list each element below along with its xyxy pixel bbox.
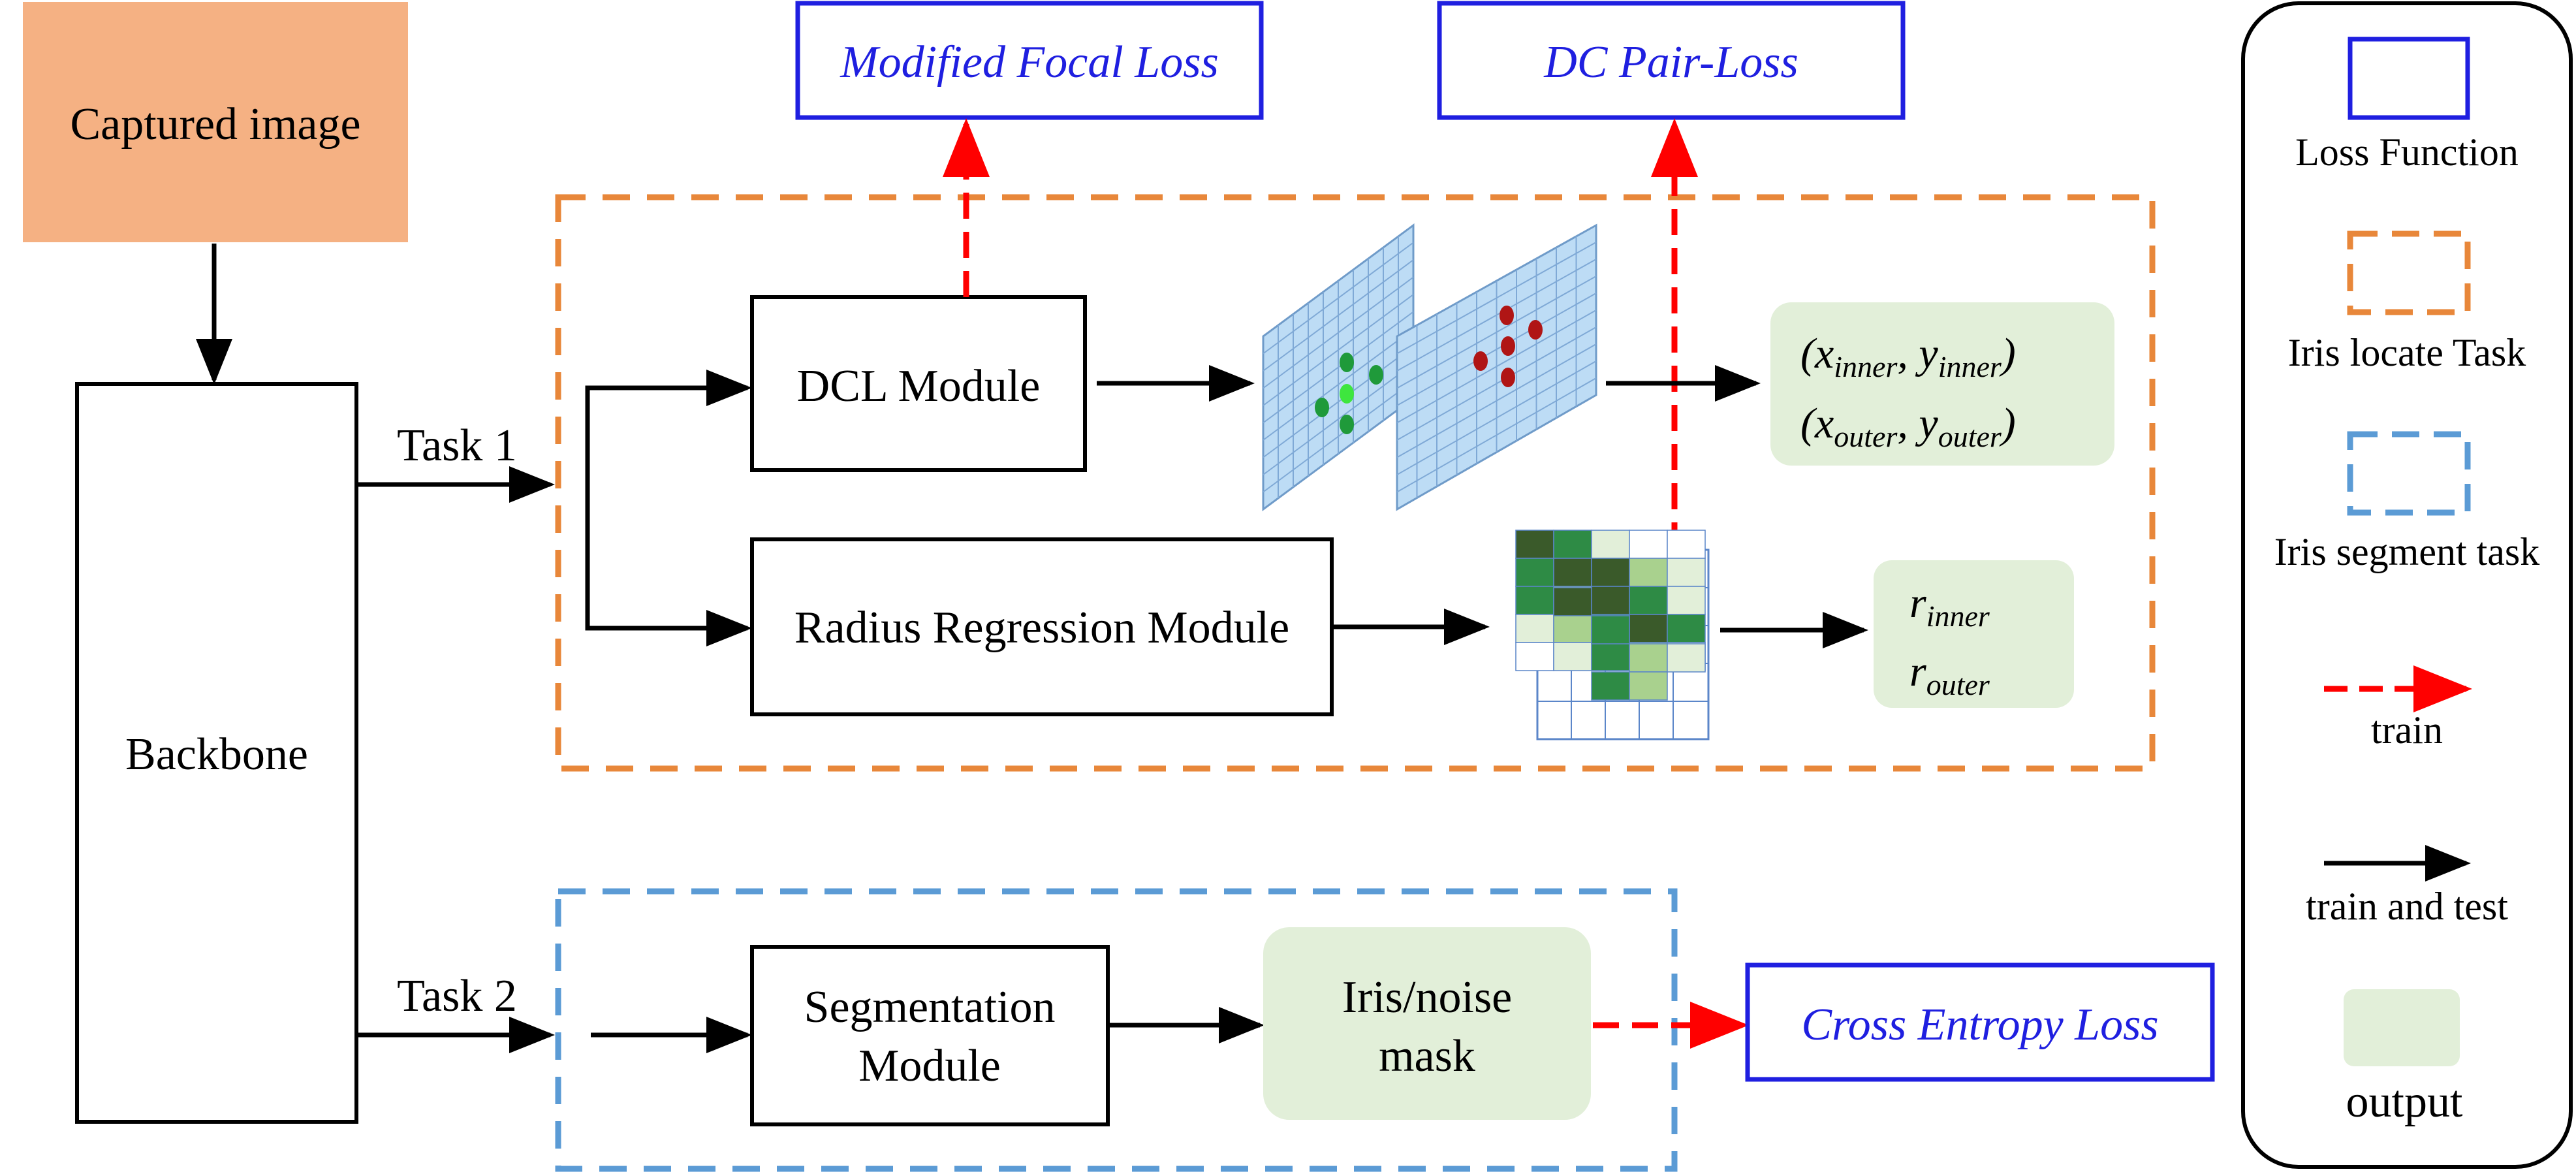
captured-image-node: Captured image xyxy=(23,2,408,242)
matrix-cell xyxy=(1515,586,1554,615)
matrix-cell xyxy=(1591,671,1630,701)
heatmap-dot xyxy=(1340,415,1354,434)
center-output-node: (xinner, yinner) (xouter, youter) xyxy=(1770,302,2114,466)
heatmap-dot xyxy=(1501,336,1515,356)
mask-line1: Iris/noise xyxy=(1342,972,1513,1023)
radius-module-label: Radius Regression Module xyxy=(794,603,1289,653)
legend-segment-swatch xyxy=(2347,431,2471,516)
matrix-cell xyxy=(1591,530,1630,559)
pair-loss-node: DC Pair-Loss xyxy=(1437,1,1906,120)
mask-line2: mask xyxy=(1379,1031,1475,1081)
ce-loss-node: Cross Entropy Loss xyxy=(1745,962,2215,1082)
heatmap-dot xyxy=(1315,398,1329,417)
task1-label: Task 1 xyxy=(397,421,517,471)
heatmap-red-grid xyxy=(1396,236,1597,498)
dcl-module-label: DCL Module xyxy=(797,361,1041,411)
matrix-cell xyxy=(1553,614,1592,643)
focal-loss-label: Modified Focal Loss xyxy=(840,37,1218,87)
radius-outer-label: router xyxy=(1909,648,1990,701)
mask-output-node: Iris/noise mask xyxy=(1263,927,1591,1120)
iris-locate-task-region xyxy=(555,194,2156,772)
pair-loss-label: DC Pair-Loss xyxy=(1543,37,1798,87)
matrix-cell xyxy=(1553,530,1592,559)
matrix-cell xyxy=(1591,586,1630,615)
legend-output-swatch xyxy=(2344,989,2460,1066)
matrix-cell xyxy=(1553,642,1592,671)
matrix-cell xyxy=(1515,530,1554,559)
legend-locate-swatch xyxy=(2347,230,2471,315)
dcl-module-node: DCL Module xyxy=(750,295,1087,472)
grid-line xyxy=(1396,310,1597,424)
grid-line xyxy=(1263,345,1414,458)
grid-line xyxy=(1263,380,1414,493)
legend-loss-label: Loss Function xyxy=(2295,131,2519,174)
segmentation-module-node: Segmentation Module xyxy=(750,945,1110,1126)
matrix-cell xyxy=(1515,558,1554,587)
legend-train-test-label: train and test xyxy=(2306,885,2508,928)
radius-feature-matrix xyxy=(1515,530,1710,740)
grid-line xyxy=(1263,328,1414,441)
ce-loss-label: Cross Entropy Loss xyxy=(1801,1000,2158,1050)
grid-line xyxy=(1396,377,1597,493)
legend-locate-label: Iris locate Task xyxy=(2288,331,2526,374)
seg-module-line1: Segmentation xyxy=(804,982,1056,1032)
matrix-cell xyxy=(1667,614,1706,643)
radius-module-node: Radius Regression Module xyxy=(750,537,1334,716)
heatmap-dot xyxy=(1340,384,1354,404)
backbone-label: Backbone xyxy=(125,729,308,780)
matrix-cell xyxy=(1629,558,1668,587)
heatmap-green-grid xyxy=(1263,236,1414,498)
matrix-cell xyxy=(1515,642,1554,671)
matrix-cell xyxy=(1553,587,1592,616)
branch-connector xyxy=(585,385,653,631)
radius-inner-label: rinner xyxy=(1909,579,1990,633)
heatmap-dot xyxy=(1340,353,1354,372)
matrix-cell xyxy=(1629,643,1668,673)
heatmap-red xyxy=(1396,223,1597,511)
iris-segment-task-region xyxy=(555,888,1678,1172)
seg-module-line2: Module xyxy=(858,1041,1001,1091)
grid-line xyxy=(1396,326,1597,441)
focal-loss-node: Modified Focal Loss xyxy=(795,1,1264,120)
heatmap-dot xyxy=(1501,368,1515,387)
grid-line xyxy=(1263,311,1414,424)
matrix-cell xyxy=(1667,586,1706,615)
matrix-cell xyxy=(1667,558,1706,587)
backbone-node: Backbone xyxy=(75,382,358,1124)
legend-train-label: train xyxy=(2371,708,2443,752)
matrix-cell xyxy=(1667,643,1706,673)
heatmap-green xyxy=(1262,223,1415,511)
heatmap-dot xyxy=(1473,351,1488,371)
matrix-cell xyxy=(1591,615,1630,644)
matrix-cell xyxy=(1629,586,1668,615)
matrix-cell xyxy=(1629,530,1668,559)
matrix-cell xyxy=(1591,558,1630,587)
heatmap-dot xyxy=(1500,306,1514,325)
matrix-cell xyxy=(1629,614,1668,643)
legend-panel: Loss Function Iris locate Task Iris segm… xyxy=(2241,1,2573,1169)
radius-output-node: rinner router xyxy=(1874,560,2074,708)
matrix-cell xyxy=(1553,558,1592,587)
grid-line xyxy=(1396,360,1597,475)
grid-line xyxy=(1396,343,1597,458)
heatmap-dot xyxy=(1528,320,1543,340)
heatmap-dot xyxy=(1369,365,1383,385)
legend-segment-label: Iris segment task xyxy=(2274,530,2540,573)
legend-output-label: output xyxy=(2346,1077,2463,1127)
grid-line xyxy=(1263,363,1414,475)
matrix-cell xyxy=(1515,614,1554,643)
task2-label: Task 2 xyxy=(397,971,517,1021)
matrix-cell xyxy=(1629,671,1668,701)
legend-loss-swatch xyxy=(2348,37,2470,120)
matrix-cell xyxy=(1667,530,1706,559)
matrix-cell xyxy=(1591,642,1630,671)
captured-image-label: Captured image xyxy=(70,99,360,150)
